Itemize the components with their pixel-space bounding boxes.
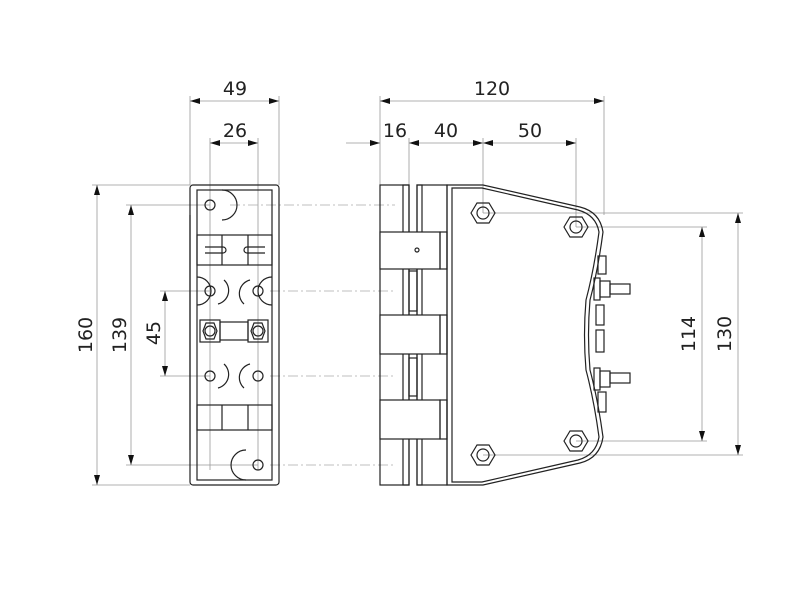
dim-height-total: 160 [75, 317, 97, 353]
dim-width-total: 49 [223, 78, 247, 100]
dim-depth-total: 120 [474, 78, 510, 100]
nut-icon [470, 202, 589, 466]
front-view: 49 26 160 139 45 [75, 78, 395, 486]
dim-hole-spacing-outer: 130 [714, 316, 736, 352]
dim-hole-spacing-horizontal: 26 [223, 120, 247, 142]
dim-segment-3: 50 [518, 120, 542, 142]
dim-segment-1: 16 [383, 120, 407, 142]
dim-segment-2: 40 [434, 120, 458, 142]
stud-icon [593, 255, 631, 413]
side-view: 120 16 40 50 114 130 [346, 78, 743, 486]
nut-icon [199, 319, 269, 343]
dim-hole-spacing-inner: 45 [143, 321, 165, 345]
dim-hole-spacing-inner: 114 [678, 316, 700, 352]
dim-hole-spacing-outer: 139 [109, 317, 131, 353]
